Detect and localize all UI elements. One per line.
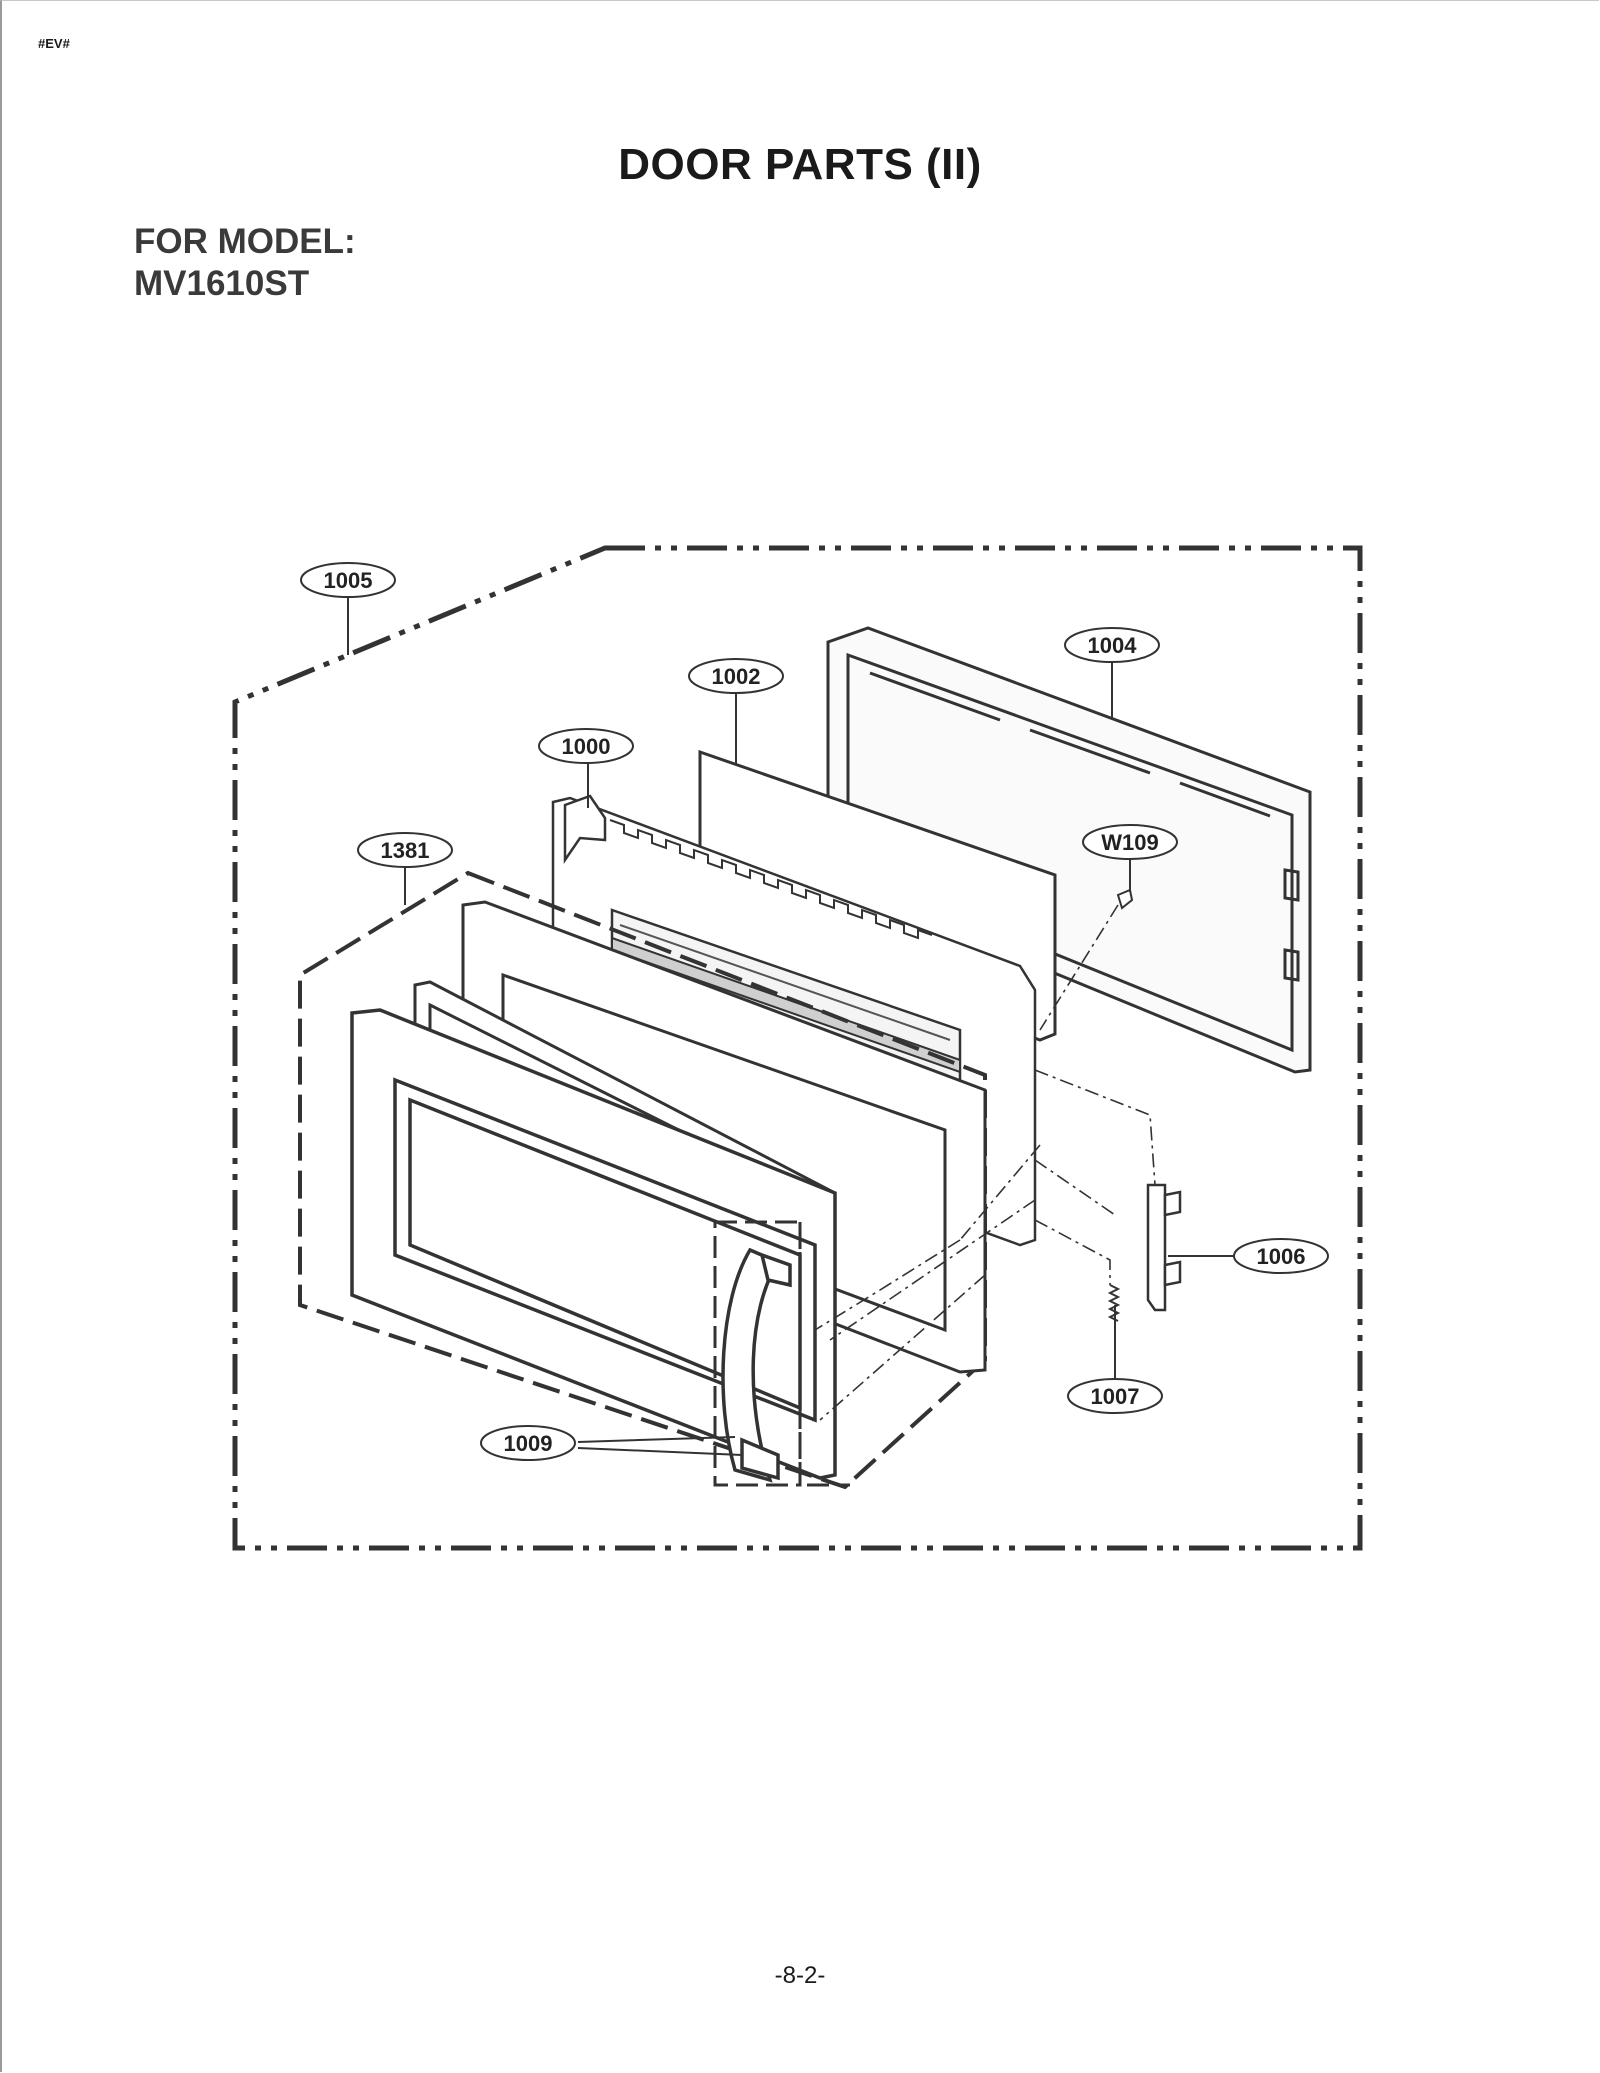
screw-w109: [1116, 888, 1134, 910]
callout-1005-label: 1005: [324, 568, 373, 593]
callout-1004-label: 1004: [1088, 633, 1138, 658]
callout-1006-label: 1006: [1257, 1244, 1306, 1269]
callout-1000-label: 1000: [562, 734, 611, 759]
handle-1009: [721, 1247, 792, 1483]
callout-1381-label: 1381: [381, 838, 430, 863]
assembly-1381-boundary: [298, 870, 987, 1490]
page-title: DOOR PARTS (II): [618, 140, 982, 189]
callout-1007: 1007: [1067, 1378, 1163, 1414]
callout-1004: 1004: [1064, 627, 1160, 663]
callout-1005: 1005: [300, 562, 396, 598]
model-label: FOR MODEL:: [134, 222, 356, 261]
assembly-guides: [814, 904, 1156, 1421]
handle-boundary: [713, 1220, 802, 1487]
callout-1006: 1006: [1233, 1238, 1329, 1274]
leader-lines: [347, 597, 1236, 1456]
callout-W109: W109: [1082, 824, 1178, 860]
callout-1009: 1009: [480, 1425, 576, 1461]
part-1000-teeth: [609, 819, 933, 940]
part-1004-frame: [826, 626, 1312, 1074]
callout-1002: 1002: [688, 658, 784, 694]
assembly-1005-boundary: [232, 545, 1363, 1551]
callout-1007-label: 1007: [1091, 1384, 1140, 1409]
header-tag: #EV#: [38, 36, 70, 51]
callout-W109-label: W109: [1101, 830, 1158, 855]
model-value: MV1610ST: [134, 264, 310, 303]
leader-1009: [577, 1436, 743, 1456]
callout-1381: 1381: [357, 832, 453, 868]
page-number: -8-2-: [774, 1962, 826, 1989]
callout-1000: 1000: [538, 728, 634, 764]
callout-1002-label: 1002: [712, 664, 761, 689]
callout-1009-label: 1009: [504, 1431, 553, 1456]
latch-1006: [1146, 1183, 1182, 1312]
